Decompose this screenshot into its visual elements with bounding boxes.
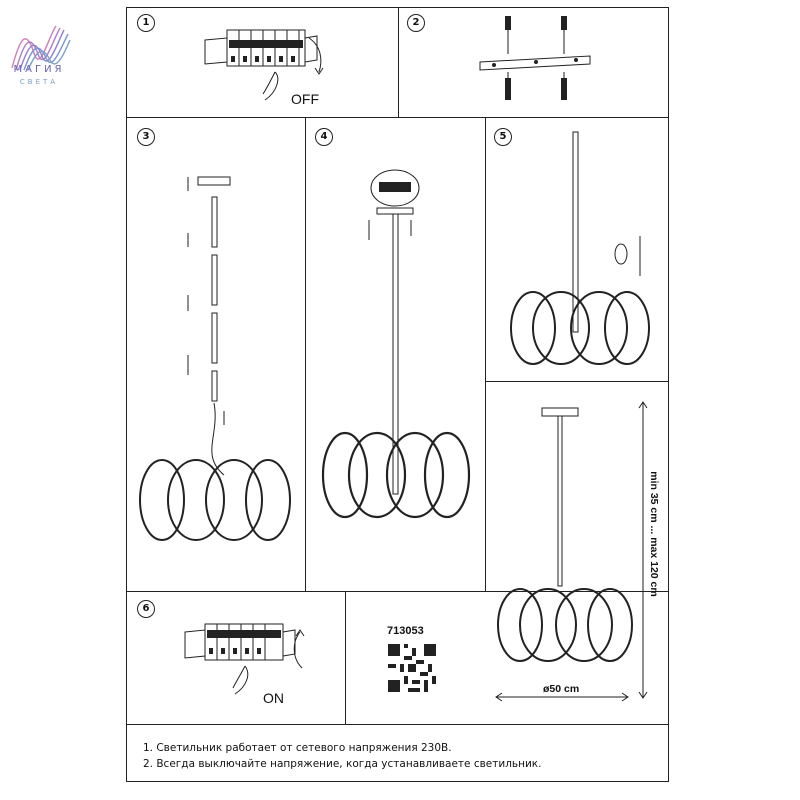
step-3-number: 3: [137, 128, 155, 146]
dimensioned-chandelier-icon: [495, 407, 633, 702]
step-6-number: 6: [137, 600, 155, 618]
rotate-arrow-icon: [308, 37, 324, 75]
brand-subtitle: СВЕТА: [19, 78, 59, 86]
divider: [126, 117, 669, 118]
divider: [126, 591, 669, 592]
step-5-number: 5: [494, 128, 512, 146]
chandelier-suspended-icon: [321, 169, 471, 519]
divider: [485, 381, 669, 382]
step-4-number: 4: [315, 128, 333, 146]
instruction-frame: [126, 7, 669, 782]
divider: [345, 591, 346, 724]
bulb-install-icon: [510, 131, 650, 365]
circuit-breaker-off-icon: [204, 29, 318, 101]
note-line: 2. Всегда выключайте напряжение, когда у…: [143, 758, 542, 770]
safety-notes: 1. Светильник работает от сетевого напря…: [143, 740, 541, 772]
step-1-number: 1: [137, 14, 155, 32]
divider: [305, 117, 306, 591]
brand-name: МАГИЯ: [13, 64, 65, 75]
divider: [398, 7, 399, 117]
height-dimension-label: min 35 cm ... max 120 cm: [648, 471, 660, 597]
step-2-number: 2: [407, 14, 425, 32]
divider: [126, 724, 669, 725]
rod-assembly-icon: [139, 176, 291, 541]
circuit-breaker-on-icon: [184, 623, 296, 695]
brand-logo-icon: [11, 25, 71, 71]
diameter-dimension-label: ø50 cm: [543, 683, 580, 695]
height-dimension-arrow: [638, 401, 648, 699]
qr-code-icon: [388, 644, 436, 692]
divider: [485, 117, 486, 591]
mounting-bracket-icon: [479, 16, 591, 100]
step-6-caption: ON: [263, 690, 284, 706]
model-number: 713053: [387, 625, 424, 637]
step-1-caption: OFF: [291, 91, 319, 107]
note-line: 1. Светильник работает от сетевого напря…: [143, 742, 452, 754]
rotate-arrow-icon: [293, 629, 305, 669]
